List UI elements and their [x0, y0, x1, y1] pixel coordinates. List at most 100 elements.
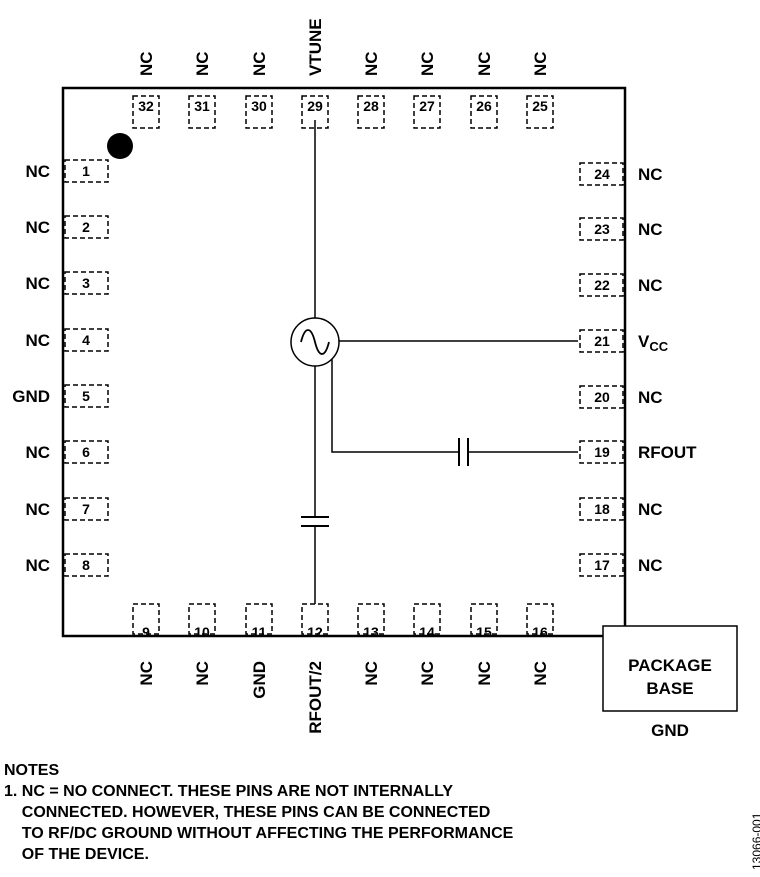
internal-circuit [301, 120, 578, 604]
pin-pad [470, 95, 498, 129]
pin-number: 12 [307, 624, 323, 640]
pin-number: 11 [252, 624, 267, 640]
pin-name: NC [475, 661, 494, 686]
pin-number: 29 [307, 98, 323, 114]
pin-9: 9NC [132, 603, 160, 686]
pin-name: NC [638, 220, 663, 239]
notes-line: OF THE DEVICE. [4, 846, 149, 863]
pin-name: NC [638, 276, 663, 295]
pin-19: 19 RFOUT [579, 440, 697, 464]
pin-pad [301, 603, 329, 635]
pin-name: NC [25, 162, 50, 181]
pin-number: 5 [82, 388, 90, 404]
sine-wave-icon [300, 329, 330, 355]
pin-name: NC [638, 165, 663, 184]
pin-pad [526, 95, 554, 129]
pin-name: NC [25, 556, 50, 575]
pin-number: 17 [594, 557, 610, 573]
pin-number: 25 [532, 98, 548, 114]
pin-name: GND [12, 387, 50, 406]
pin-name: NC [531, 661, 550, 686]
pin-name: NC [137, 51, 156, 76]
pin-number: 1 [82, 163, 90, 179]
package-base-label-line2: BASE [646, 679, 693, 698]
pin-number: 18 [594, 501, 610, 517]
pin-8: 8 NC [25, 553, 109, 577]
pin-number: 23 [594, 221, 610, 237]
pin-number: 10 [194, 624, 210, 640]
notes-line: 1. NC = NO CONNECT. THESE PINS ARE NOT I… [4, 783, 454, 800]
pin-29: 29 VTUNE [301, 18, 329, 129]
pin-7: 7NC [25, 497, 109, 521]
pin-number: 3 [82, 275, 90, 291]
pin-name: NC [250, 51, 269, 76]
notes-section: NOTES 1. NC = NO CONNECT. THESE PINS ARE… [4, 760, 513, 865]
pin-name: VTUNE [306, 18, 325, 76]
pin-name: NC [193, 51, 212, 76]
pin-30: 30 NC [245, 51, 273, 129]
pin-number: 8 [82, 557, 90, 573]
package-base-label-line1: PACKAGE [628, 656, 712, 675]
pin-name: NC [193, 661, 212, 686]
pin-name: NC [25, 274, 50, 293]
pin-name: RFOUT/2 [306, 661, 325, 734]
pin-number: 30 [251, 98, 267, 114]
pin-number: 27 [419, 98, 435, 114]
pin-name: NC [418, 661, 437, 686]
pin-pad [188, 95, 216, 129]
pin-name: NC [25, 331, 50, 350]
pin-pad [470, 603, 498, 635]
pin-pad [245, 95, 273, 129]
pin-number: 28 [363, 98, 379, 114]
pin1-indicator-dot [107, 133, 133, 159]
pin-3: 3 NC [25, 271, 109, 295]
pin-2: 2 NC [25, 215, 109, 239]
pin-number: 31 [194, 98, 210, 114]
pin-pad [357, 603, 385, 635]
pin-pad [413, 95, 441, 129]
pin-name: NC [25, 218, 50, 237]
pin-number: 2 [82, 219, 90, 235]
pin-6: 6NC [25, 440, 109, 464]
package-base-pin-name: GND [651, 721, 689, 740]
pin-23: 23 NC [579, 217, 663, 241]
pin-number: 24 [594, 166, 610, 182]
pin-27: 27 NC [413, 51, 441, 129]
pin-number: 26 [476, 98, 492, 114]
pin-pad [132, 95, 160, 129]
pin-pad [301, 95, 329, 129]
pin-number: 14 [419, 624, 435, 640]
pin-number: 20 [594, 389, 610, 405]
pin-name: NC [25, 500, 50, 519]
pin-name: RFOUT [638, 443, 697, 462]
pin-pad [132, 603, 160, 635]
pin-31: 31 NC [188, 51, 216, 129]
pin-number: 6 [82, 444, 90, 460]
pin-name: NC [638, 556, 663, 575]
pin-17: 17 NC [579, 553, 663, 577]
pin-pad [413, 603, 441, 635]
pin-name: NC [418, 51, 437, 76]
document-number: 13066-001 [750, 812, 760, 870]
pin-number: 19 [594, 444, 610, 460]
pin-number: 32 [138, 98, 154, 114]
pin-5: 5 GND [12, 384, 109, 408]
pin-number: 16 [532, 624, 548, 640]
notes-line: TO RF/DC GROUND WITHOUT AFFECTING THE PE… [4, 825, 514, 842]
pin-name: NC [137, 661, 156, 686]
pin-number: 9 [142, 624, 150, 640]
